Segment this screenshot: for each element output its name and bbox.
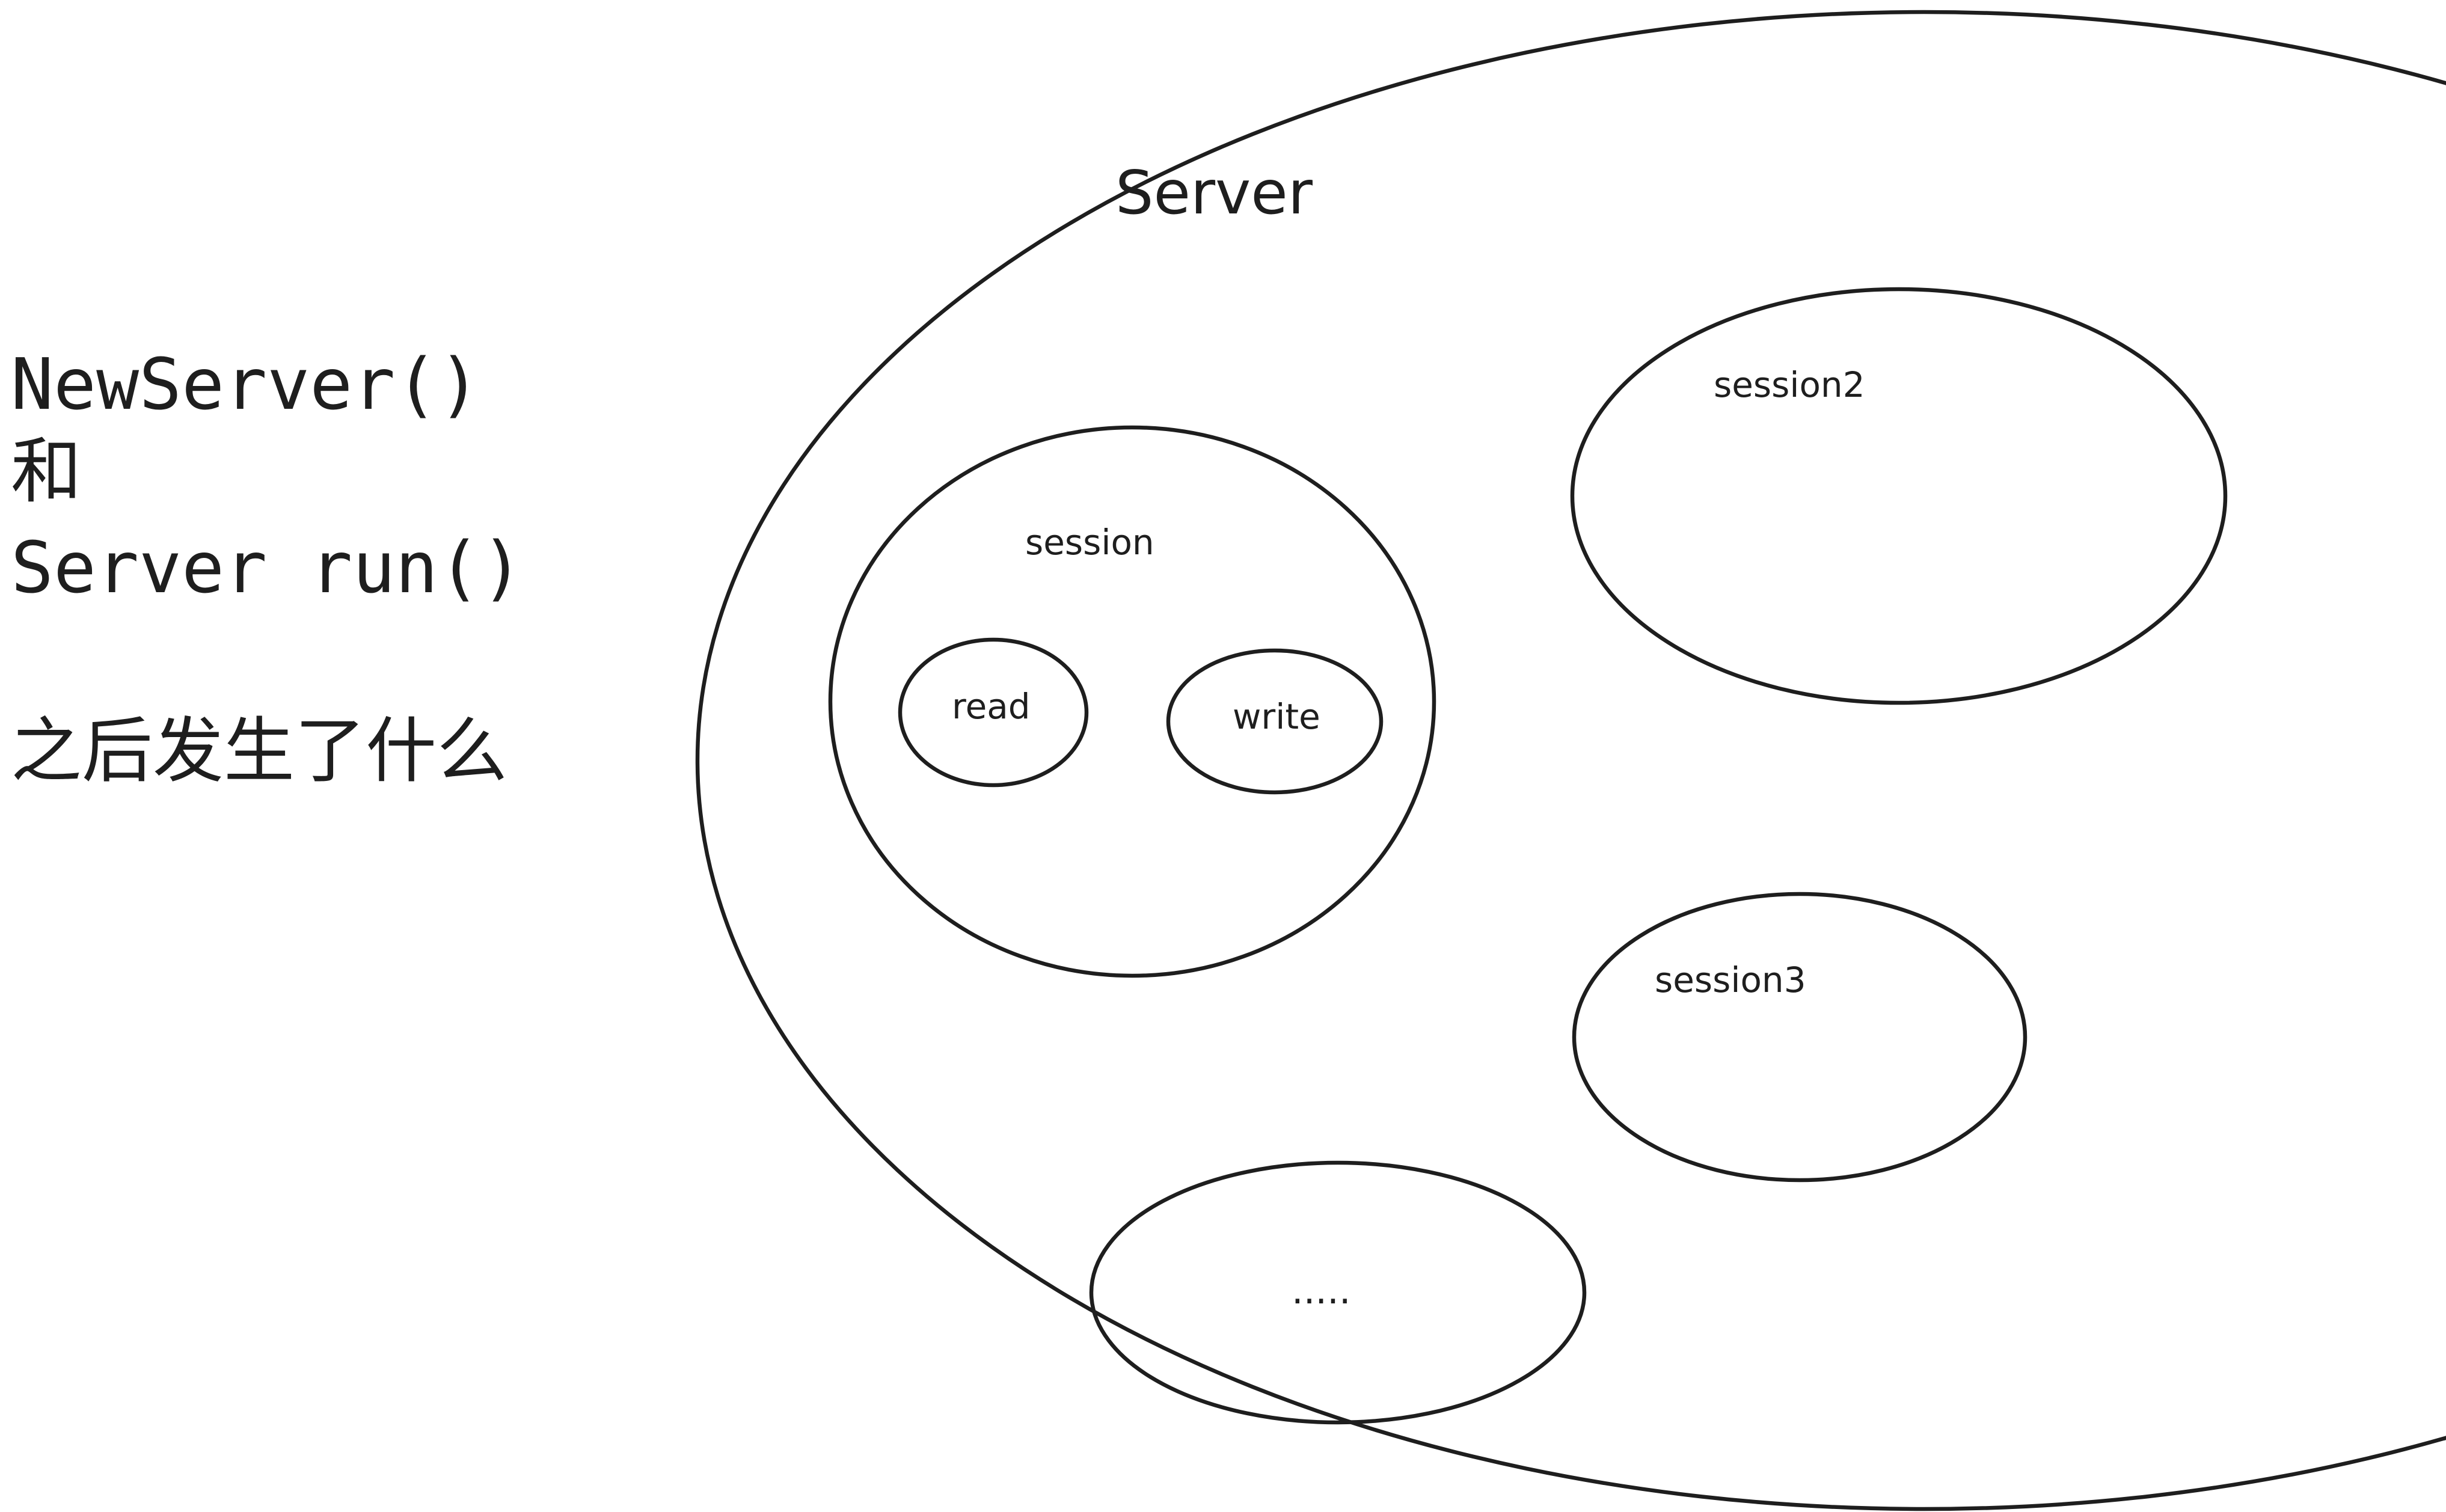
write-ellipse	[1166, 648, 1384, 795]
read-label: read	[952, 686, 1031, 727]
server-node: Server	[696, 10, 2446, 1511]
caption-line-1: NewServer()	[11, 343, 480, 426]
session-node: session read write	[828, 425, 1436, 978]
caption: NewServer() 和 Server run() 之后发生了什么	[11, 343, 524, 792]
session2-node: session2	[1570, 287, 2228, 705]
write-label: write	[1233, 696, 1320, 737]
read-ellipse	[898, 637, 1089, 788]
caption-line-4: 之后发生了什么	[11, 709, 507, 792]
session3-node: session3	[1572, 892, 2028, 1183]
session3-ellipse	[1572, 892, 2028, 1183]
more-sessions-label: .....	[1292, 1269, 1351, 1312]
session2-label: session2	[1714, 364, 1865, 405]
session2-ellipse	[1570, 287, 2228, 705]
server-ellipse	[696, 10, 2446, 1511]
caption-line-2: 和	[11, 430, 82, 513]
server-label: Server	[1115, 158, 1313, 228]
session3-label: session3	[1655, 960, 1806, 1000]
more-sessions-ellipse	[1089, 1160, 1587, 1425]
session-label: session	[1025, 522, 1154, 563]
caption-line-3: Server run()	[11, 526, 524, 609]
session-ellipse	[828, 425, 1436, 978]
more-sessions-node: .....	[1089, 1160, 1587, 1425]
